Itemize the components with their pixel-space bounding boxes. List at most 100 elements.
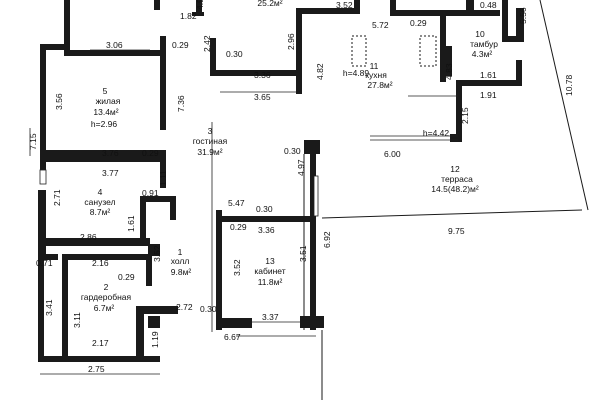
window	[39, 169, 47, 185]
wall	[38, 254, 44, 362]
dim-label: 3.76	[102, 148, 119, 158]
dim-label: 2.17	[92, 338, 109, 348]
room-area: 13.4м²	[93, 107, 118, 117]
dim-label: 2.71	[52, 189, 62, 206]
dim-label: 2.75	[88, 364, 105, 374]
dim-label: 3.11	[72, 312, 82, 328]
dim-label: 1.61	[126, 215, 136, 232]
dim-label: 2.72	[176, 302, 193, 312]
windows	[39, 135, 458, 323]
dim-label: 6.92	[322, 231, 332, 248]
wall	[192, 12, 204, 16]
dim-label: 6.67	[224, 332, 241, 342]
room-labels: 25.2м² 5 жилая 13.4м² h=2.96 3 гостиная …	[81, 0, 498, 313]
room-name: холл	[171, 256, 190, 266]
dim-label: 0.29	[410, 18, 427, 28]
dim-label: 10.78	[564, 74, 574, 96]
cooktop	[351, 35, 367, 67]
wall	[40, 44, 46, 152]
dim-label: 1.91	[480, 90, 497, 100]
dim-label: 1.11	[158, 170, 168, 186]
dimensions: 1.82 4.96 3.52 5.72 0.29 0.48 5.56 3.06 …	[28, 0, 574, 374]
room-name: жилая	[96, 96, 121, 106]
dim-label: 3.56	[54, 93, 64, 110]
wall	[446, 46, 452, 76]
wall	[146, 254, 152, 286]
dim-label: 5.47	[228, 198, 245, 208]
dim-label: 4.82	[315, 63, 325, 80]
wall	[390, 0, 396, 14]
wall	[148, 316, 160, 328]
wall	[310, 150, 316, 330]
wall	[64, 0, 70, 52]
dim-label: 0.29	[172, 40, 189, 50]
room-number: 1	[178, 247, 183, 257]
dim-label: 0.29	[142, 148, 159, 158]
dim-label: 0.29	[118, 272, 135, 282]
dim-label: 0.30	[226, 49, 243, 59]
room-name: тамбур	[470, 39, 498, 49]
dim-label: 3.06	[106, 40, 123, 50]
dim-label: 5.56	[518, 7, 528, 24]
wall	[516, 60, 522, 86]
dim-label: 4.97	[296, 159, 306, 176]
room-number: 13	[265, 256, 275, 266]
wall	[160, 36, 166, 130]
dim-label: 2.42	[202, 35, 212, 52]
room-name: санузел	[84, 197, 115, 207]
room-number: 2	[104, 282, 109, 292]
wall	[40, 150, 166, 156]
room-name: кухня	[365, 70, 387, 80]
window	[313, 175, 319, 217]
dim-label: 6.00	[384, 149, 401, 159]
dim-label: 3.52	[336, 0, 353, 10]
wall	[64, 50, 166, 56]
room-number: 5	[103, 86, 108, 96]
dim-label: 1.82	[180, 11, 197, 21]
room-name: терраса	[441, 174, 473, 184]
wall	[40, 44, 70, 50]
dim-label: 5.72	[372, 20, 389, 30]
wall	[136, 306, 178, 314]
dim-label: 1.61	[480, 70, 497, 80]
wall	[38, 238, 150, 246]
dim-label: 1.19	[150, 331, 160, 348]
dim-label: 2.16	[92, 258, 109, 268]
wall	[62, 254, 68, 356]
wall	[450, 134, 462, 142]
room-area: 11.8м²	[258, 277, 283, 287]
wall	[456, 80, 462, 140]
walls	[38, 0, 524, 362]
dim-label: 2.86	[80, 232, 97, 242]
dim-label: 3.41	[44, 299, 54, 316]
wall	[40, 156, 166, 162]
wall	[148, 244, 160, 256]
wall	[516, 8, 524, 38]
wall	[216, 210, 222, 330]
dim-label: 7.36	[176, 95, 186, 112]
dim-label: 0.48	[480, 0, 497, 10]
room-height: h=4.89	[343, 68, 370, 78]
dim-label: 3.65	[254, 92, 271, 102]
dim-label: 0.30	[284, 146, 301, 156]
room-area: 6.7м²	[94, 303, 115, 313]
room-area: 9.8м²	[171, 267, 192, 277]
dim-label: 3.52	[152, 245, 162, 262]
terrace-edge	[539, 0, 589, 211]
wall	[38, 254, 58, 260]
wall	[210, 38, 216, 76]
wall	[210, 70, 302, 76]
wall	[354, 0, 360, 14]
dim-label: 0.29	[230, 222, 247, 232]
dim-label: 0.30	[256, 204, 273, 214]
dim-label: 3.36	[254, 70, 271, 80]
dim-label: 3.36	[258, 225, 275, 235]
room-name: кабинет	[254, 266, 285, 276]
wall	[62, 254, 152, 260]
wall	[216, 318, 252, 328]
room-number: 12	[450, 164, 460, 174]
wall	[38, 356, 160, 362]
dim-label: 4.96	[195, 0, 205, 10]
room-area: 14.5(48.2)м²	[431, 184, 479, 194]
